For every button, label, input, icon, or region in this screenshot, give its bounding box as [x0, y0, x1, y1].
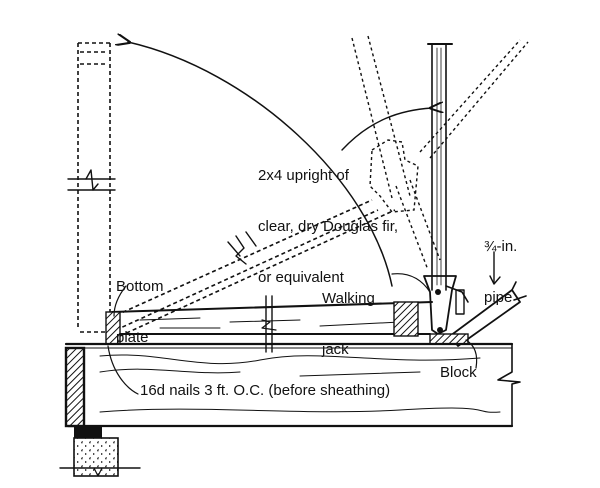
label-line: 2x4 upright of — [258, 167, 349, 184]
label-line: plate — [116, 329, 149, 346]
label-nails: 16d nails 3 ft. O.C. (before sheathing) — [140, 382, 391, 399]
label-line: Walking — [322, 290, 375, 307]
label-2x4-upright: 2x4 upright of clear, dry Douglas fir, o… — [258, 133, 398, 320]
label-line: pipe — [484, 289, 513, 306]
label-block: Block — [440, 364, 477, 381]
label-bottom-plate: Bottom plate — [116, 244, 164, 380]
nails-leader — [107, 345, 139, 395]
floor-deck — [64, 342, 521, 428]
rotation-arc-arrow — [128, 42, 393, 287]
label-line: or equivalent — [258, 269, 344, 286]
walking-jack — [423, 275, 469, 335]
upright-swing-arrow — [341, 108, 432, 151]
final-wall-position-dashed — [67, 42, 120, 333]
framed-wall-on-deck — [105, 295, 433, 353]
walking-jack-leader — [391, 273, 431, 293]
foundation-wall — [59, 426, 141, 477]
bottom-plate-leader — [113, 285, 127, 317]
label-line: Bottom — [116, 278, 164, 295]
label-line: clear, dry Douglas fir, — [258, 218, 399, 235]
block — [429, 333, 469, 345]
block-leader — [465, 339, 478, 369]
intermediate-wall-position-dashed — [109, 199, 396, 337]
label-walking-jack: Walking jack — [322, 256, 375, 392]
label-line: jack — [322, 341, 349, 358]
upright-2x4 — [427, 43, 453, 291]
label-line: ¾-in. — [484, 238, 518, 255]
label-pipe: ¾-in. pipe — [484, 204, 517, 340]
